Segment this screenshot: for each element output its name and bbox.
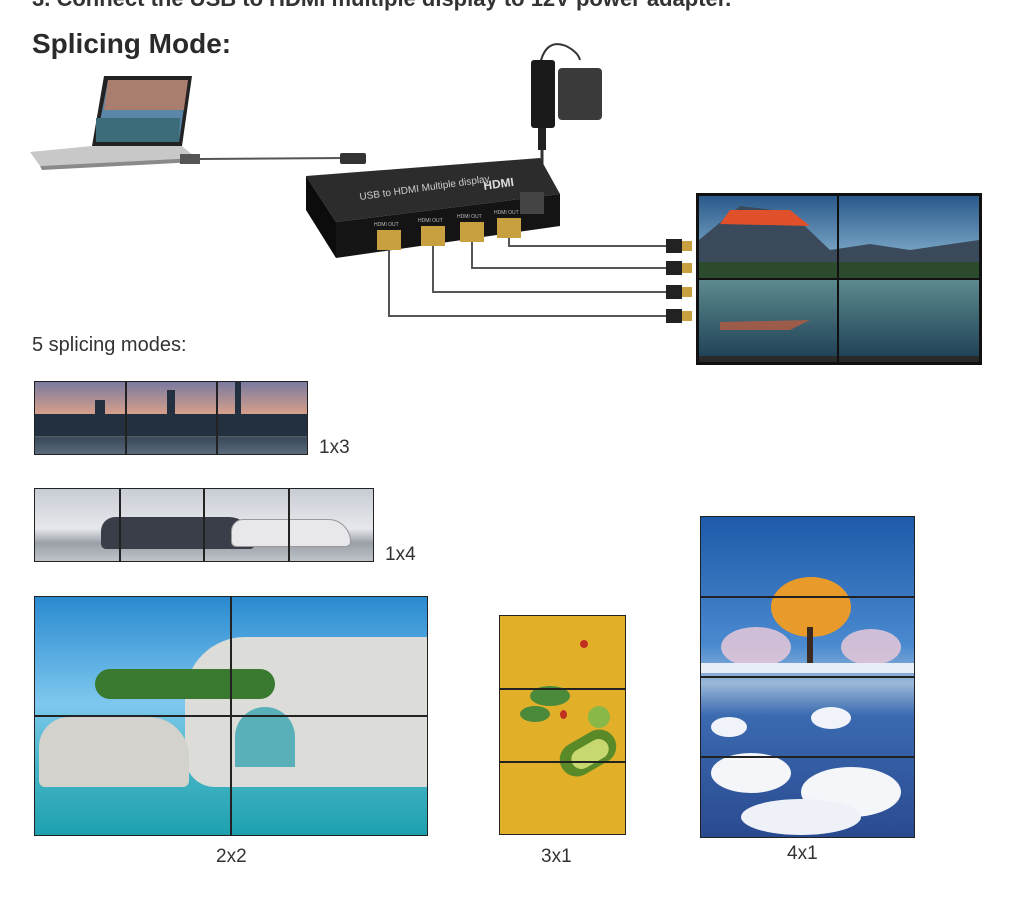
port-label: HDMI OUT — [457, 214, 482, 220]
laptop-image — [30, 76, 196, 170]
mode-1x3-image — [34, 381, 308, 455]
mode-2x2-image — [34, 596, 428, 836]
display-wall-image — [696, 193, 982, 365]
port-label: HDMI OUT — [374, 222, 399, 228]
section-title: Splicing Mode: — [32, 28, 232, 59]
port-label: HDMI OUT — [418, 218, 443, 224]
mode-4x1-label: 4x1 — [787, 843, 818, 864]
top-instruction-text: 3. Connect the USB to HDMI multiple disp… — [32, 0, 731, 12]
hdmi-plug-icon — [666, 239, 692, 323]
power-adapter-image — [531, 43, 602, 180]
port-label: HDMI OUT — [494, 210, 519, 216]
mode-4x1-image — [700, 516, 915, 838]
device-brand-text: HDMI — [482, 175, 514, 193]
usb-plug-icon — [180, 154, 200, 164]
mode-3x1-label: 3x1 — [541, 846, 572, 867]
splitter-device-image: HDMI USB to HDMI Multiple display HDMI O… — [306, 158, 560, 258]
modes-subtitle: 5 splicing modes: — [32, 334, 187, 356]
usb-plug-icon — [340, 153, 366, 164]
mode-1x4-image — [34, 488, 374, 562]
connection-diagram: HDMI USB to HDMI Multiple display HDMI O… — [30, 43, 982, 365]
hdmi-cables — [388, 238, 668, 317]
mode-3x1-image — [499, 615, 626, 835]
mode-1x3-label: 1x3 — [319, 437, 350, 458]
mode-2x2-label: 2x2 — [216, 846, 247, 867]
mode-1x4-label: 1x4 — [385, 544, 416, 565]
